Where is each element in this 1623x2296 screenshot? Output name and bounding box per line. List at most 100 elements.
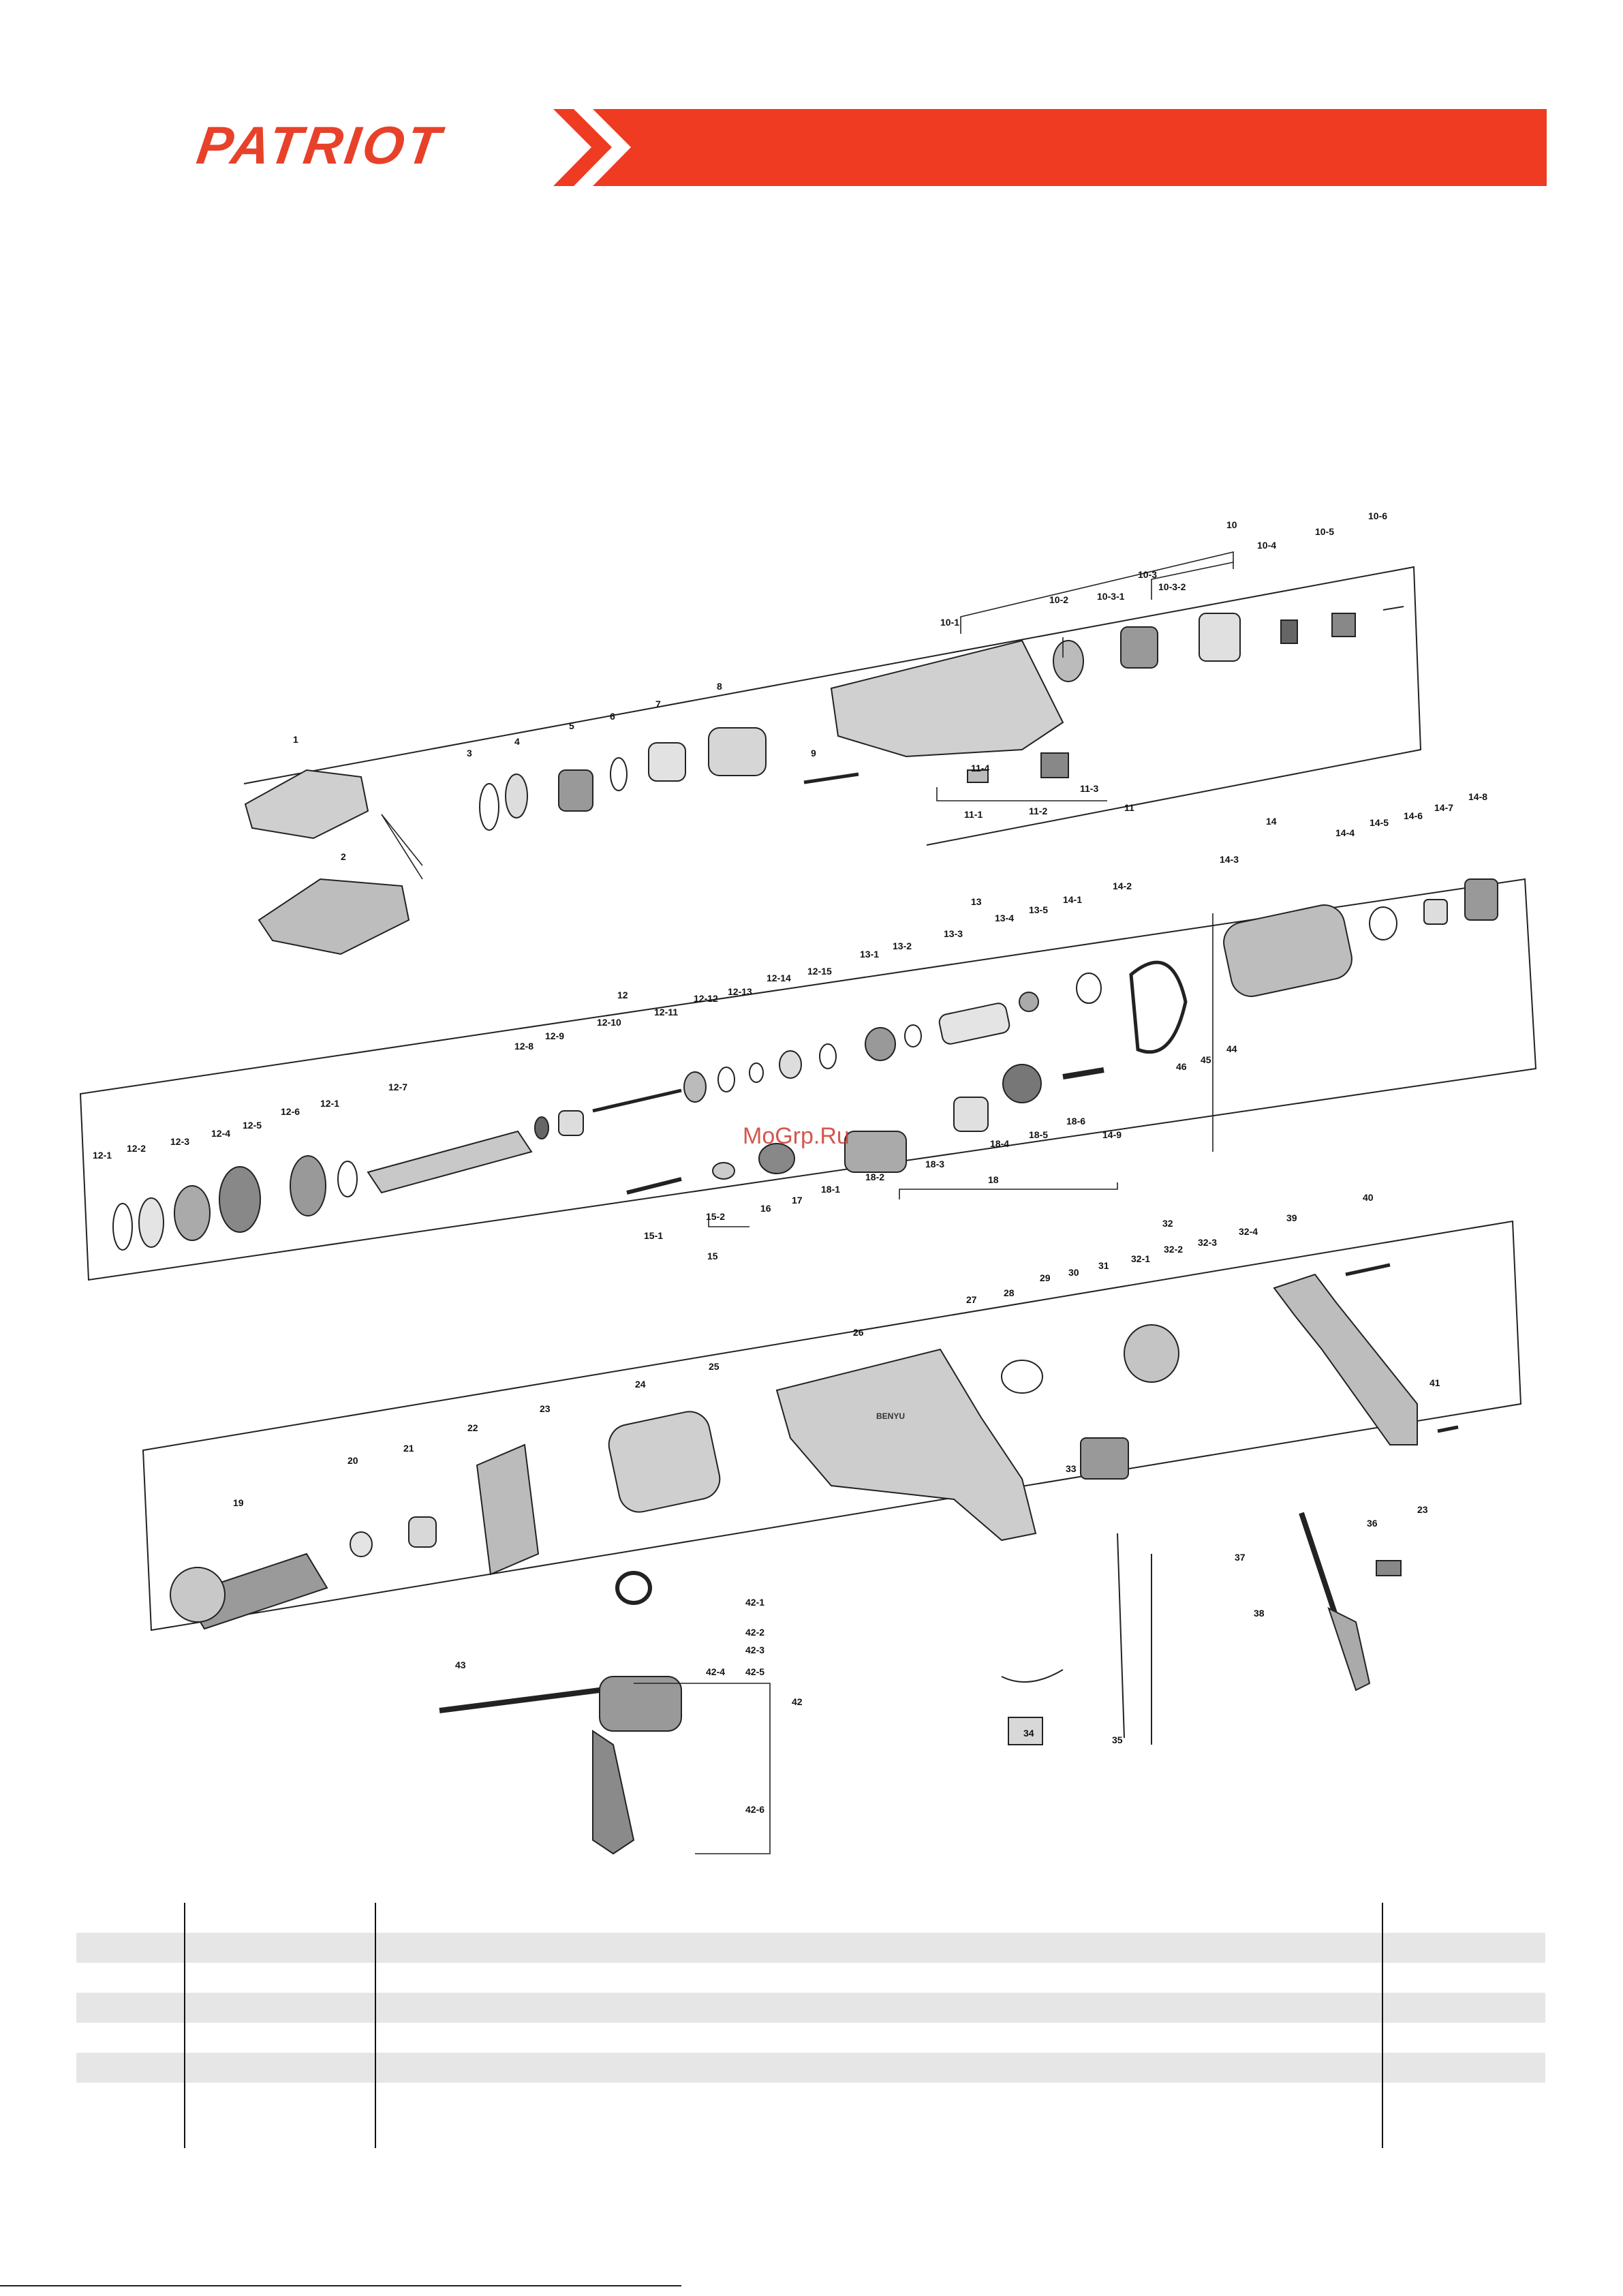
table-column-divider [1382,1903,1383,2148]
callout-10-6: 10-6 [1368,510,1387,521]
callout-12-15: 12-15 [807,966,832,977]
callout-18-3: 18-3 [925,1159,944,1169]
callout-23b: 23 [1417,1504,1428,1515]
callout-10: 10 [1226,519,1237,530]
callout-2: 2 [341,851,346,862]
callout-32-3: 32-3 [1198,1237,1217,1248]
table-row [76,1963,1545,1993]
callout-14-6: 14-6 [1404,810,1423,821]
callout-27: 27 [966,1294,977,1305]
callout-32: 32 [1162,1218,1173,1229]
callout-8: 8 [717,681,722,692]
callout-11-2: 11-2 [1029,806,1047,816]
callout-45: 45 [1201,1054,1211,1065]
callout-18-4: 18-4 [990,1138,1009,1149]
callout-14-5: 14-5 [1370,817,1389,828]
callout-12-10: 12-10 [597,1017,621,1028]
callout-12-4: 12-4 [211,1128,230,1139]
callout-42-6: 42-6 [745,1804,764,1815]
callout-21: 21 [403,1443,414,1454]
callout-32-2: 32-2 [1164,1244,1183,1255]
callout-14-7: 14-7 [1434,802,1453,813]
callout-12-1b: 12-1 [320,1098,339,1109]
callout-29: 29 [1040,1272,1051,1283]
watermark: MoGrp.Ru [743,1123,850,1149]
callout-5: 5 [569,720,574,731]
callout-18-1: 18-1 [821,1184,840,1195]
callout-12-5: 12-5 [243,1120,262,1131]
callout-15-2: 15-2 [706,1211,725,1222]
callout-38: 38 [1254,1608,1265,1619]
callout-19: 19 [233,1497,244,1508]
callout-34: 34 [1023,1728,1034,1739]
callout-26: 26 [853,1327,864,1338]
callout-23: 23 [540,1403,551,1414]
callout-42-4: 42-4 [706,1666,725,1677]
callout-16: 16 [760,1203,771,1214]
callout-22: 22 [467,1422,478,1433]
callout-11-3: 11-3 [1080,783,1098,794]
callout-10-3: 10-3 [1138,569,1157,580]
callout-32-4: 32-4 [1239,1226,1258,1237]
callout-14: 14 [1266,816,1277,827]
callout-41: 41 [1429,1377,1440,1388]
callout-30: 30 [1068,1267,1079,1278]
callout-14-4: 14-4 [1335,827,1355,838]
callout-42-5: 42-5 [745,1666,764,1677]
table-column-divider [375,1903,376,2148]
patriot-logo: PATRIOT [193,115,447,175]
callout-15: 15 [707,1251,718,1261]
callout-14-3: 14-3 [1220,854,1239,865]
table-row [76,1993,1545,2023]
callout-13-4: 13-4 [995,913,1014,923]
exploded-parts-diagram: 1 2 3 4 5 6 7 8 9 10 10-1 10-2 10-3 10-3… [79,510,1537,1855]
callout-24: 24 [635,1379,646,1390]
callout-13-2: 13-2 [893,940,912,951]
callout-13: 13 [971,896,982,907]
callout-11-4: 11-4 [971,763,989,774]
callout-13-5: 13-5 [1029,904,1048,915]
callout-46: 46 [1176,1061,1187,1072]
callout-12-14: 12-14 [767,973,791,983]
callout-3: 3 [467,748,472,759]
parts-table [76,1903,1545,2148]
callout-12-11: 12-11 [654,1007,678,1017]
callout-12-3: 12-3 [170,1136,189,1147]
callout-14-8: 14-8 [1468,791,1487,802]
callout-6: 6 [610,711,615,722]
callout-28: 28 [1004,1287,1015,1298]
header-banner [553,109,1547,186]
callout-10-5: 10-5 [1315,526,1334,537]
callout-11-1: 11-1 [964,809,983,820]
callout-14-2: 14-2 [1113,881,1132,891]
callout-39: 39 [1286,1212,1297,1223]
callout-12: 12 [617,990,628,1000]
table-column-divider [184,1903,185,2148]
callout-44: 44 [1226,1043,1237,1054]
callout-12-9: 12-9 [545,1030,564,1041]
callout-12-2: 12-2 [127,1143,146,1154]
callout-10-2: 10-2 [1049,594,1068,605]
callout-32-1: 32-1 [1131,1253,1150,1264]
callout-35: 35 [1112,1734,1123,1745]
callout-7: 7 [655,699,661,709]
table-row [76,2023,1545,2053]
callout-37: 37 [1235,1552,1246,1563]
callout-36: 36 [1367,1518,1378,1529]
callout-9: 9 [811,748,816,759]
callout-4: 4 [514,736,520,747]
callout-42: 42 [792,1696,803,1707]
callout-43: 43 [455,1659,466,1670]
callout-20: 20 [347,1455,358,1466]
callout-42-2: 42-2 [745,1627,764,1638]
callout-11: 11 [1124,802,1134,813]
table-row [76,2053,1545,2083]
callout-13-1: 13-1 [860,949,879,960]
callout-18-6: 18-6 [1066,1116,1085,1127]
callout-12-12: 12-12 [694,993,718,1004]
callout-12-13: 12-13 [728,986,752,997]
table-row [76,1933,1545,1963]
callout-25: 25 [709,1361,720,1372]
callout-18-2: 18-2 [865,1172,884,1182]
callout-12-6: 12-6 [281,1106,300,1117]
